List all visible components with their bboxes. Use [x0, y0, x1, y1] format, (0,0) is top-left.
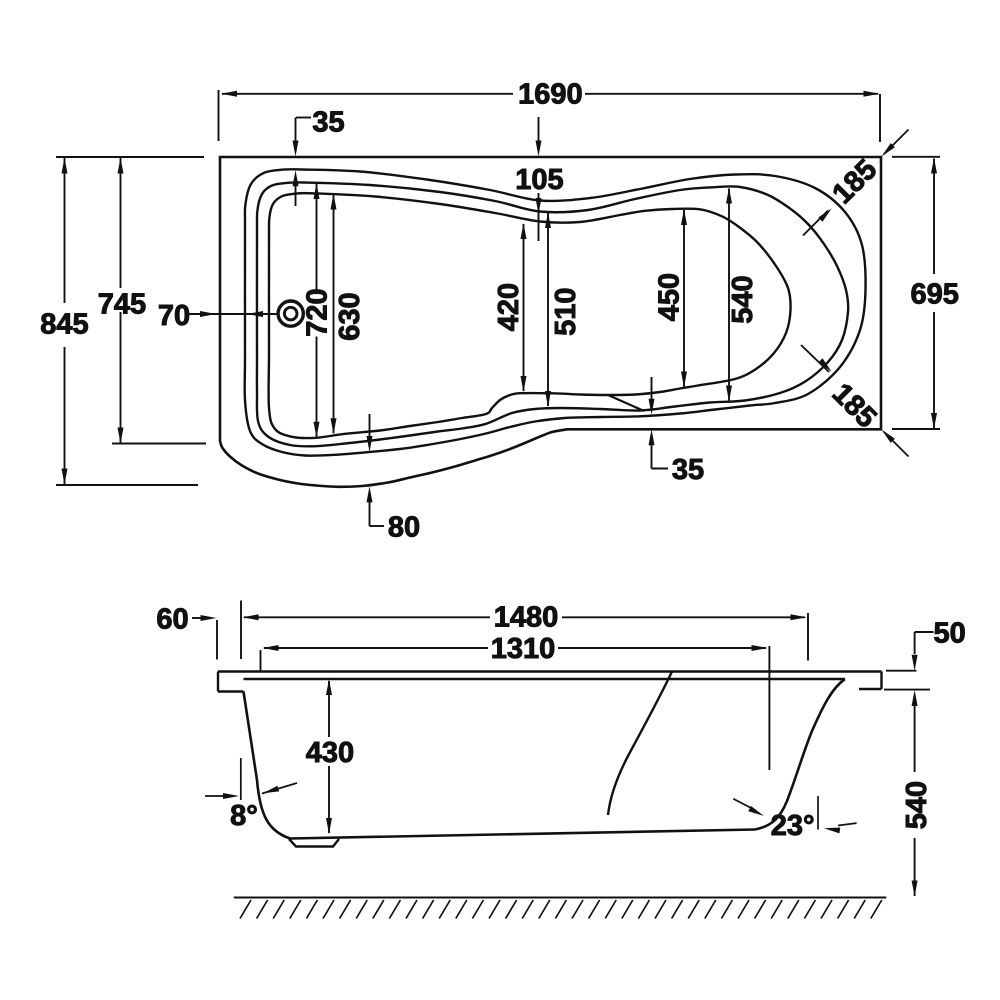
svg-text:695: 695	[911, 278, 959, 310]
svg-text:720: 720	[301, 288, 333, 336]
svg-text:23°: 23°	[771, 810, 815, 842]
svg-text:845: 845	[40, 308, 88, 340]
svg-text:50: 50	[933, 617, 965, 649]
svg-text:80: 80	[388, 511, 420, 543]
svg-text:510: 510	[550, 288, 582, 336]
svg-text:35: 35	[312, 106, 344, 138]
svg-text:745: 745	[98, 289, 146, 321]
svg-text:540: 540	[901, 781, 933, 829]
svg-text:35: 35	[672, 454, 704, 486]
svg-text:105: 105	[515, 164, 563, 196]
svg-text:450: 450	[653, 273, 685, 321]
svg-text:630: 630	[334, 292, 366, 340]
svg-text:540: 540	[727, 275, 759, 323]
svg-text:60: 60	[156, 604, 188, 636]
svg-text:1480: 1480	[494, 601, 559, 633]
svg-text:1310: 1310	[491, 633, 556, 665]
svg-text:420: 420	[493, 283, 525, 331]
svg-text:8°: 8°	[230, 800, 258, 832]
svg-text:430: 430	[306, 737, 354, 769]
svg-text:70: 70	[158, 300, 190, 332]
svg-text:1690: 1690	[518, 78, 583, 110]
